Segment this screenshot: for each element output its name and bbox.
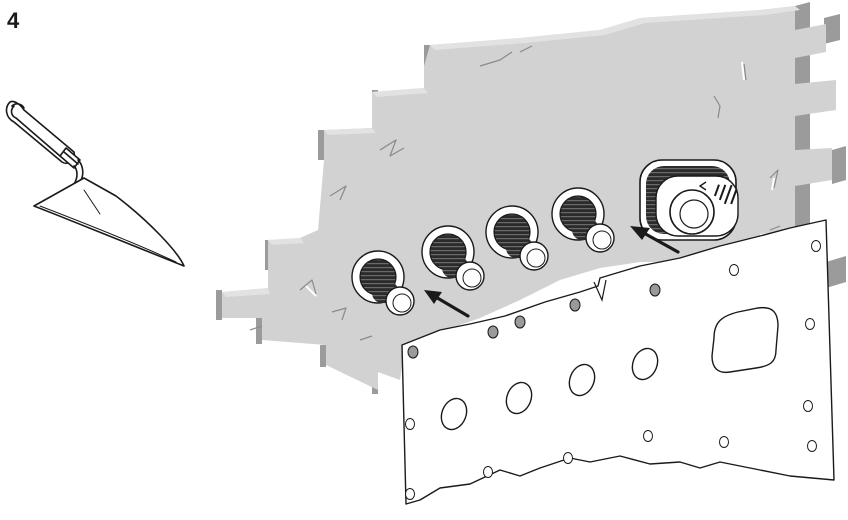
push-fitting-icon	[421, 225, 485, 291]
push-fitting-icon	[551, 187, 615, 253]
arrow-left-icon	[424, 290, 470, 318]
push-fitting-icon	[351, 250, 415, 316]
trowel-icon	[5, 100, 185, 267]
arrow-left-icon	[630, 226, 680, 254]
mounting-plate-icon	[401, 219, 835, 505]
step-number: 4	[7, 8, 20, 33]
push-fitting-icon	[485, 205, 549, 271]
thermostatic-cartridge-icon	[639, 159, 739, 241]
